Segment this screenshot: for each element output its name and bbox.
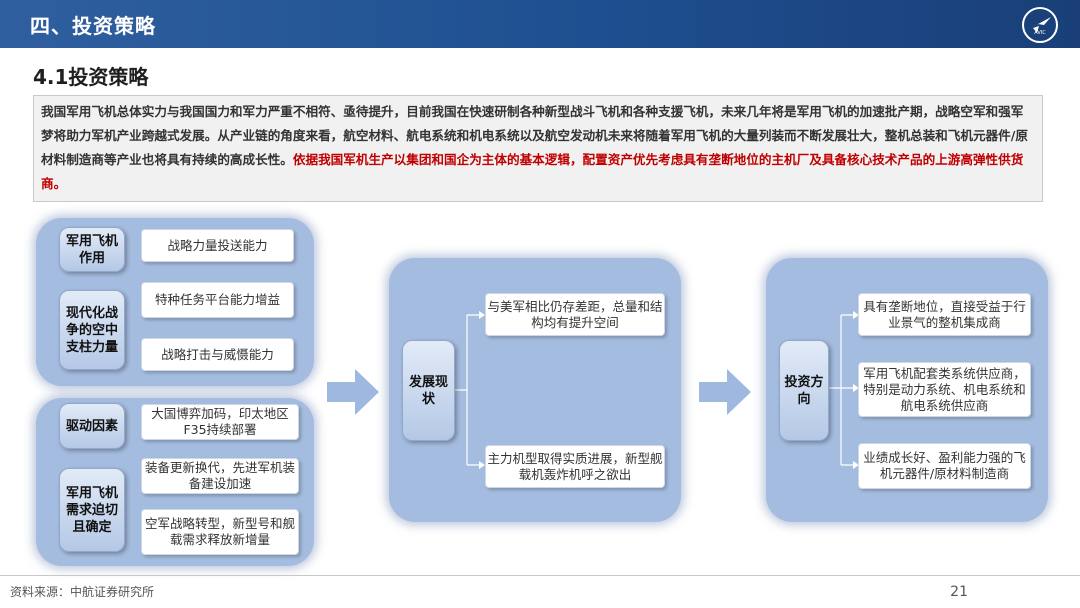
right-arrow-icon bbox=[699, 369, 751, 415]
item-system-suppliers: 军用飞机配套类系统供应商，特别是动力系统、机电系统和航电系统供应商 bbox=[858, 362, 1031, 417]
page-number: 21 bbox=[950, 584, 968, 600]
item-great-power-game: 大国博弈加码，印太地区F35持续部署 bbox=[141, 404, 299, 440]
avic-logo: AVIC bbox=[1022, 7, 1058, 43]
summary-text: 我国军用飞机总体实力与我国国力和军力严重不相符、亟待提升，目前我国在快速研制各种… bbox=[41, 104, 1028, 167]
right-arrow-icon bbox=[327, 369, 379, 415]
bracket-connector bbox=[829, 311, 859, 469]
tag-development-status: 发展现状 bbox=[402, 340, 455, 441]
tag-investment-direction: 投资方向 bbox=[779, 340, 829, 441]
summary-highlight: 依据我国军机生产以集团和国企为主体的基本逻辑，配置资产优先考虑具有垄断地位的主机… bbox=[41, 152, 1024, 191]
footer-source: 资料来源：中航证券研究所 bbox=[10, 585, 155, 599]
plane-icon bbox=[1029, 17, 1051, 33]
footer-divider bbox=[0, 575, 1080, 576]
item-monopoly-integrators: 具有垄断地位，直接受益于行业景气的整机集成商 bbox=[858, 293, 1031, 336]
logo-text: AVIC bbox=[1034, 30, 1046, 36]
item-air-force-transition: 空军战略转型，新型号和舰载需求释放新增量 bbox=[141, 509, 299, 555]
bracket-connector bbox=[455, 311, 485, 469]
item-main-models-progress: 主力机型取得实质进展，新型舰载机轰炸机呼之欲出 bbox=[485, 445, 665, 488]
header-title: 四、投资策略 bbox=[30, 14, 156, 38]
item-special-mission: 特种任务平台能力增益 bbox=[141, 282, 294, 318]
tag-aircraft-role: 军用飞机作用 bbox=[59, 227, 125, 272]
item-strategic-strike: 战略打击与威慑能力 bbox=[141, 338, 294, 371]
section-title: 4.1投资策略 bbox=[33, 65, 149, 89]
summary-box: 我国军用飞机总体实力与我国国力和军力严重不相符、亟待提升，目前我国在快速研制各种… bbox=[33, 95, 1043, 202]
header-bar: 四、投资策略 AVIC bbox=[0, 0, 1080, 48]
item-component-manufacturers: 业绩成长好、盈利能力强的飞机元器件/原材料制造商 bbox=[858, 443, 1031, 489]
item-strategic-projection: 战略力量投送能力 bbox=[141, 229, 294, 262]
tag-driving-factors: 驱动因素 bbox=[59, 403, 125, 449]
tag-urgent-demand: 军用飞机需求迫切且确定 bbox=[59, 468, 125, 552]
item-equipment-upgrade: 装备更新换代，先进军机装备建设加速 bbox=[141, 458, 299, 494]
tag-modern-war-pillar: 现代化战争的空中支柱力量 bbox=[59, 290, 125, 370]
item-gap-with-us: 与美军相比仍存差距，总量和结构均有提升空间 bbox=[485, 293, 665, 336]
